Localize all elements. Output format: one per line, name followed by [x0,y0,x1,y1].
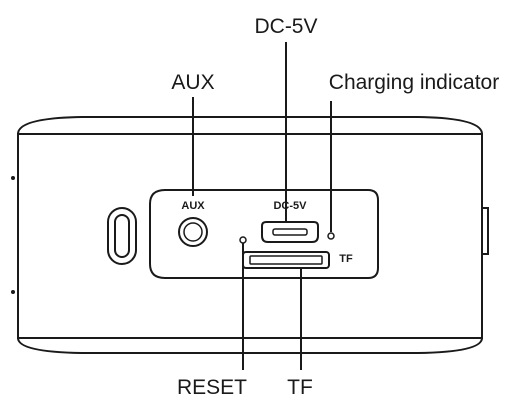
pill-slot-inner [114,214,130,258]
speaker-side-dot-bottom [11,290,15,294]
callout-tf: TF [287,376,313,399]
callout-reset: RESET [177,376,247,399]
speaker-front-face [17,133,483,339]
port-panel-outline [149,189,379,279]
speaker-side-button [481,207,489,255]
callout-dc: DC-5V [254,15,317,38]
tf-slot [242,251,330,269]
tf-slot-inner [249,255,323,265]
callout-aux: AUX [171,71,214,94]
pill-slot [107,207,137,265]
callout-charging: Charging indicator [329,71,499,94]
charging-indicator-led [327,232,335,240]
speaker-top-band [17,116,483,135]
leader-lines [192,42,332,370]
aux-jack [178,217,208,247]
reset-pinhole [239,236,247,244]
speaker-side-dot-top [11,176,15,180]
dc-port [261,221,319,243]
panel-label-aux: AUX [181,200,205,212]
panel-label-tf: TF [339,253,353,265]
aux-jack-inner [183,222,203,242]
panel-label-dc: DC-5V [273,200,307,212]
speaker-body [11,116,489,354]
dc-port-inner [272,228,308,236]
speaker-bottom-band [17,337,483,354]
